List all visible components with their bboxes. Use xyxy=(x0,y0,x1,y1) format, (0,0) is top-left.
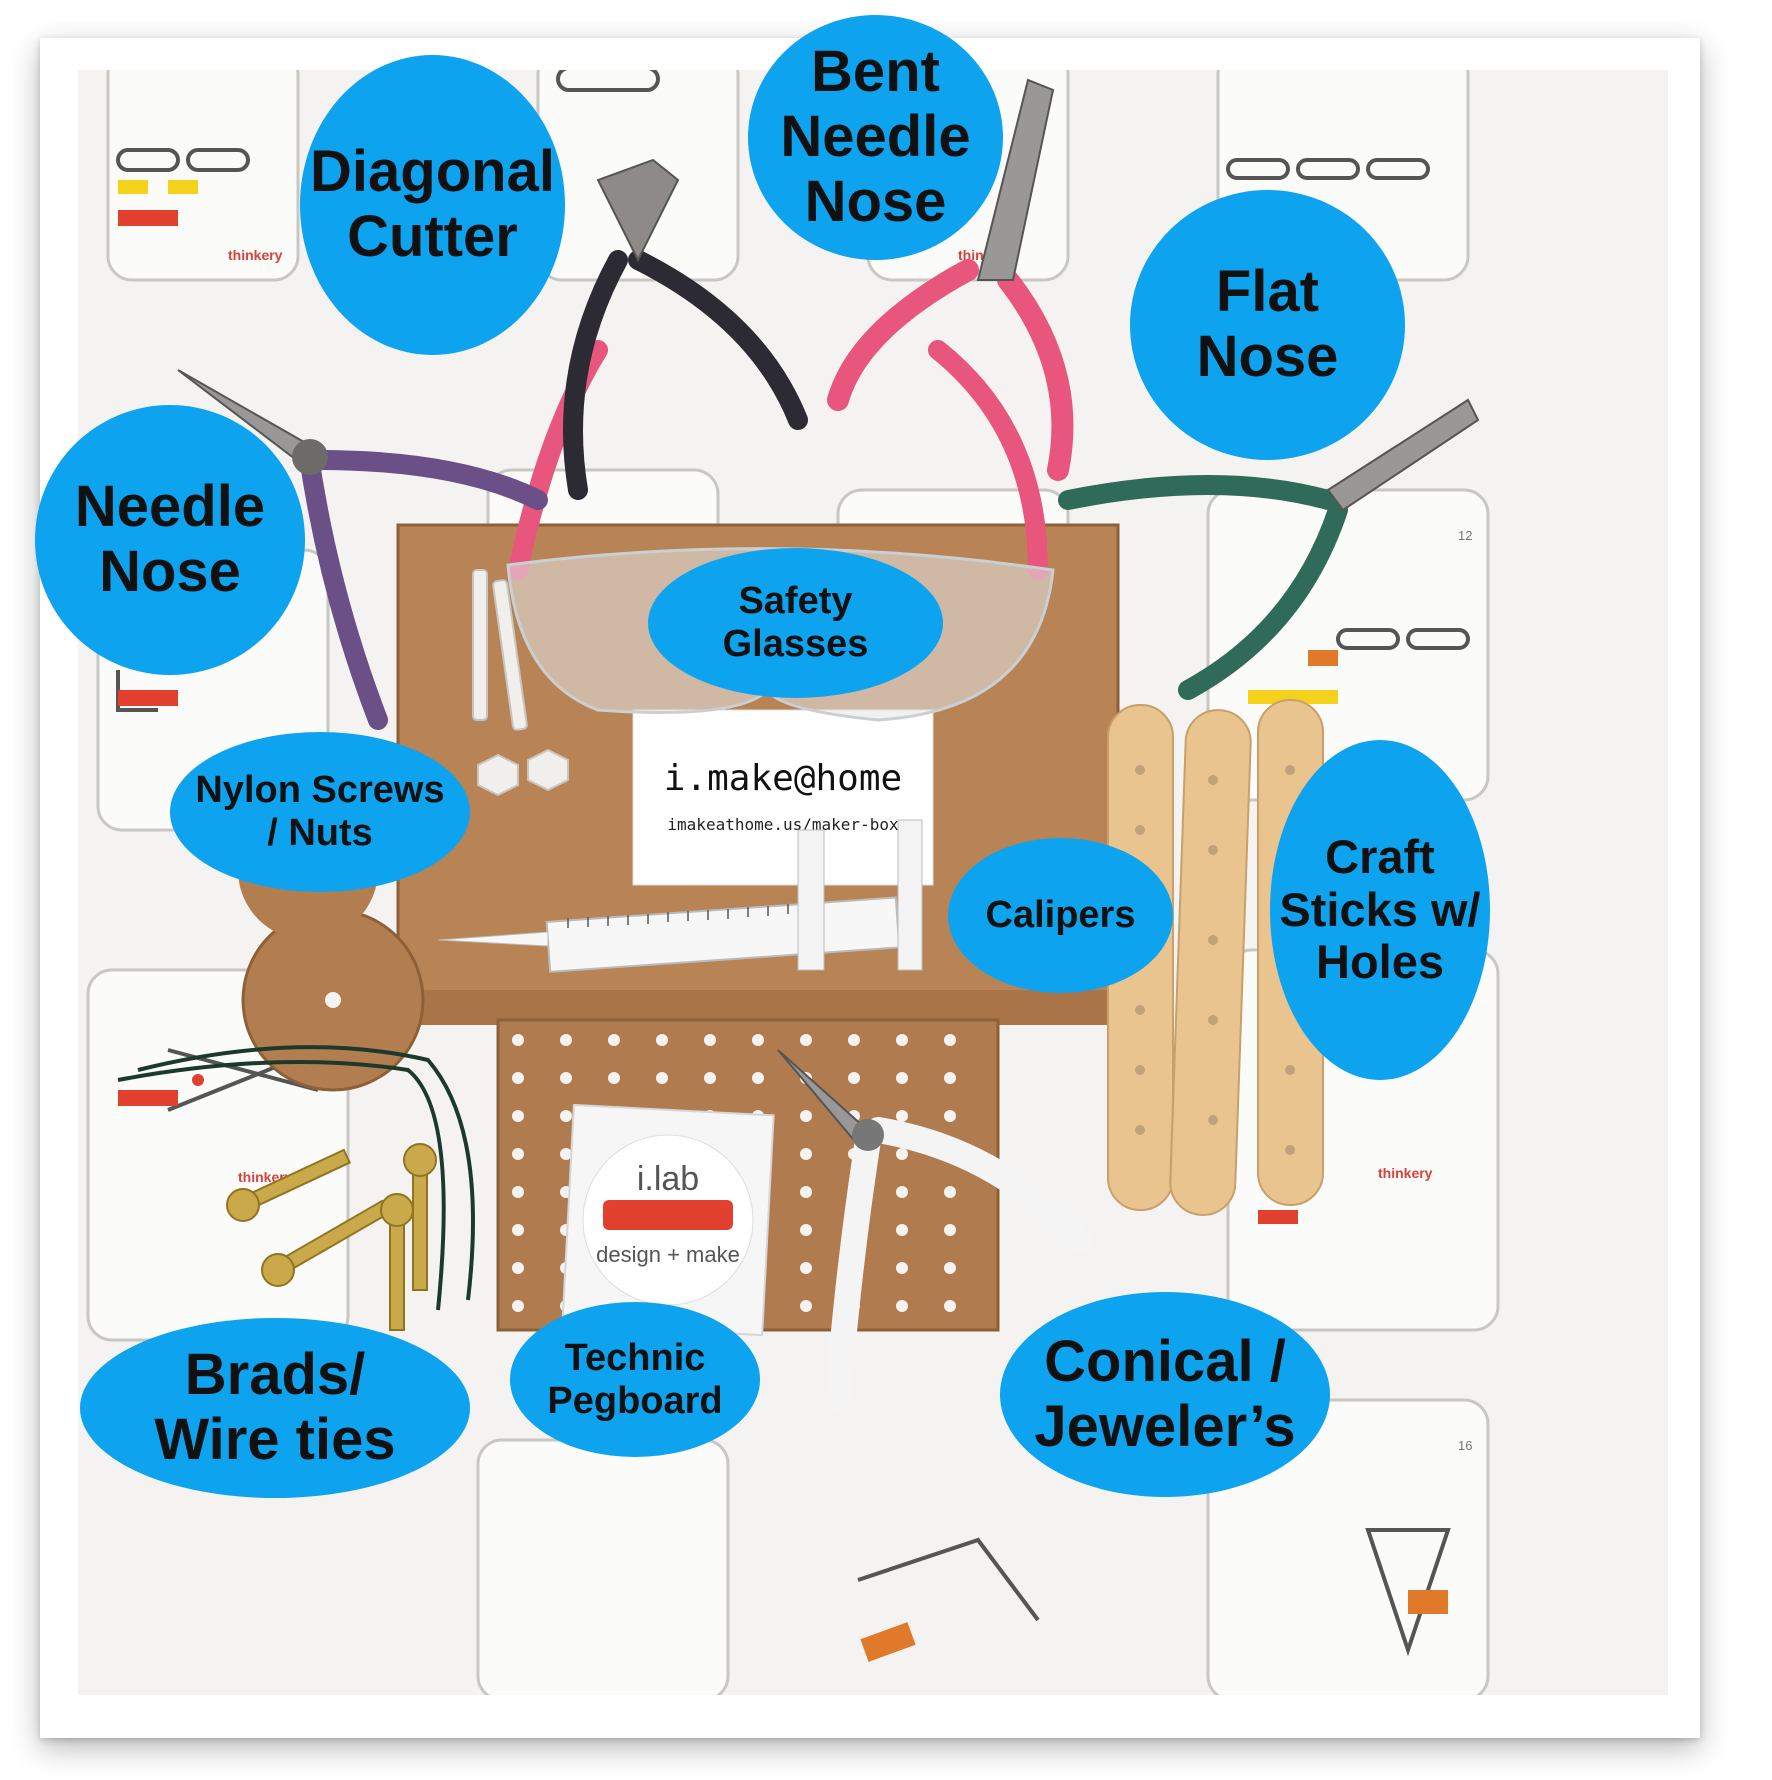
pegboard-hole xyxy=(560,1148,572,1160)
box-card-url: imakeathome.us/maker-box xyxy=(667,815,899,834)
label-brads-wire-ties: Brads/ Wire ties xyxy=(80,1318,470,1498)
sheet-brand-4: thinkery xyxy=(1378,1165,1433,1181)
pegboard-hole xyxy=(896,1300,908,1312)
pegboard-hole xyxy=(800,1034,812,1046)
pegboard-hole xyxy=(896,1186,908,1198)
calipers-shape xyxy=(437,819,923,973)
pegboard-hole xyxy=(944,1186,956,1198)
pegboard-hole xyxy=(944,1072,956,1084)
pegboard-hole xyxy=(752,1072,764,1084)
pegboard-hole xyxy=(944,1300,956,1312)
pegboard-hole xyxy=(512,1262,524,1274)
pegboard-hole xyxy=(752,1034,764,1046)
label-diagonal-cutter: Diagonal Cutter xyxy=(300,55,565,355)
pegboard-hole xyxy=(800,1224,812,1236)
pegboard-hole xyxy=(944,1034,956,1046)
label-calipers: Calipers xyxy=(948,838,1173,993)
pegboard-hole xyxy=(560,1072,572,1084)
pegboard-hole xyxy=(560,1110,572,1122)
pegboard-hole xyxy=(848,1072,860,1084)
needle-nose-shape xyxy=(177,369,548,730)
sheet-brand-1: thinkery xyxy=(228,247,283,263)
pegboard-hole xyxy=(896,1224,908,1236)
pegboard-hole xyxy=(896,1110,908,1122)
bent-needle-nose-shape xyxy=(827,78,1074,481)
sticker-name: i.lab xyxy=(637,1160,699,1198)
label-bent-needle-nose: Bent Needle Nose xyxy=(748,15,1003,260)
conical-jewelers-shape xyxy=(777,1049,1091,1413)
diagonal-cutter-shape xyxy=(563,158,808,500)
label-flat-nose: Flat Nose xyxy=(1130,190,1405,460)
box-card-title: i.make@home xyxy=(664,758,902,799)
pegboard-hole xyxy=(896,1262,908,1274)
pegboard-hole xyxy=(656,1034,668,1046)
pegboard-hole xyxy=(704,1034,716,1046)
pegboard-hole xyxy=(704,1072,716,1084)
pegboard-hole xyxy=(896,1148,908,1160)
pegboard-hole xyxy=(608,1034,620,1046)
pegboard-hole xyxy=(848,1034,860,1046)
pegboard-hole xyxy=(512,1148,524,1160)
label-conical-jewelers: Conical / Jeweler’s xyxy=(1000,1292,1330,1497)
card-number-4: 16 xyxy=(1458,1438,1472,1453)
pegboard-hole xyxy=(512,1300,524,1312)
pegboard-hole xyxy=(800,1148,812,1160)
pegboard-hole xyxy=(800,1186,812,1198)
pegboard-hole xyxy=(656,1072,668,1084)
card-number-3: 12 xyxy=(1458,528,1472,543)
sticker-tagline: design + make xyxy=(596,1242,740,1267)
pegboard-hole xyxy=(944,1110,956,1122)
pegboard-hole xyxy=(608,1072,620,1084)
pegboard-hole xyxy=(512,1186,524,1198)
pegboard-hole xyxy=(944,1224,956,1236)
label-craft-sticks: Craft Sticks w/ Holes xyxy=(1270,740,1490,1080)
box-card xyxy=(632,709,934,886)
pegboard-hole xyxy=(800,1262,812,1274)
flat-nose-shape xyxy=(1058,398,1480,700)
wire-ties-shape xyxy=(117,1045,475,1311)
pegboard-hole xyxy=(512,1034,524,1046)
brads-shape xyxy=(226,1143,437,1331)
label-safety-glasses: Safety Glasses xyxy=(648,548,943,698)
nylon-screws xyxy=(472,569,569,797)
ilab-sticker xyxy=(561,1103,775,1337)
pegboard-hole xyxy=(512,1110,524,1122)
pegboard-hole xyxy=(512,1224,524,1236)
pegboard-hole xyxy=(896,1072,908,1084)
pegboard-hole xyxy=(944,1262,956,1274)
pegboard-hole xyxy=(512,1072,524,1084)
pegboard-hole xyxy=(560,1034,572,1046)
label-nylon-screws-nuts: Nylon Screws / Nuts xyxy=(170,732,470,892)
pegboard-hole xyxy=(800,1300,812,1312)
pegboard-hole xyxy=(896,1034,908,1046)
pegboard-hole xyxy=(800,1110,812,1122)
label-needle-nose: Needle Nose xyxy=(35,405,305,675)
label-technic-pegboard: Technic Pegboard xyxy=(510,1302,760,1457)
